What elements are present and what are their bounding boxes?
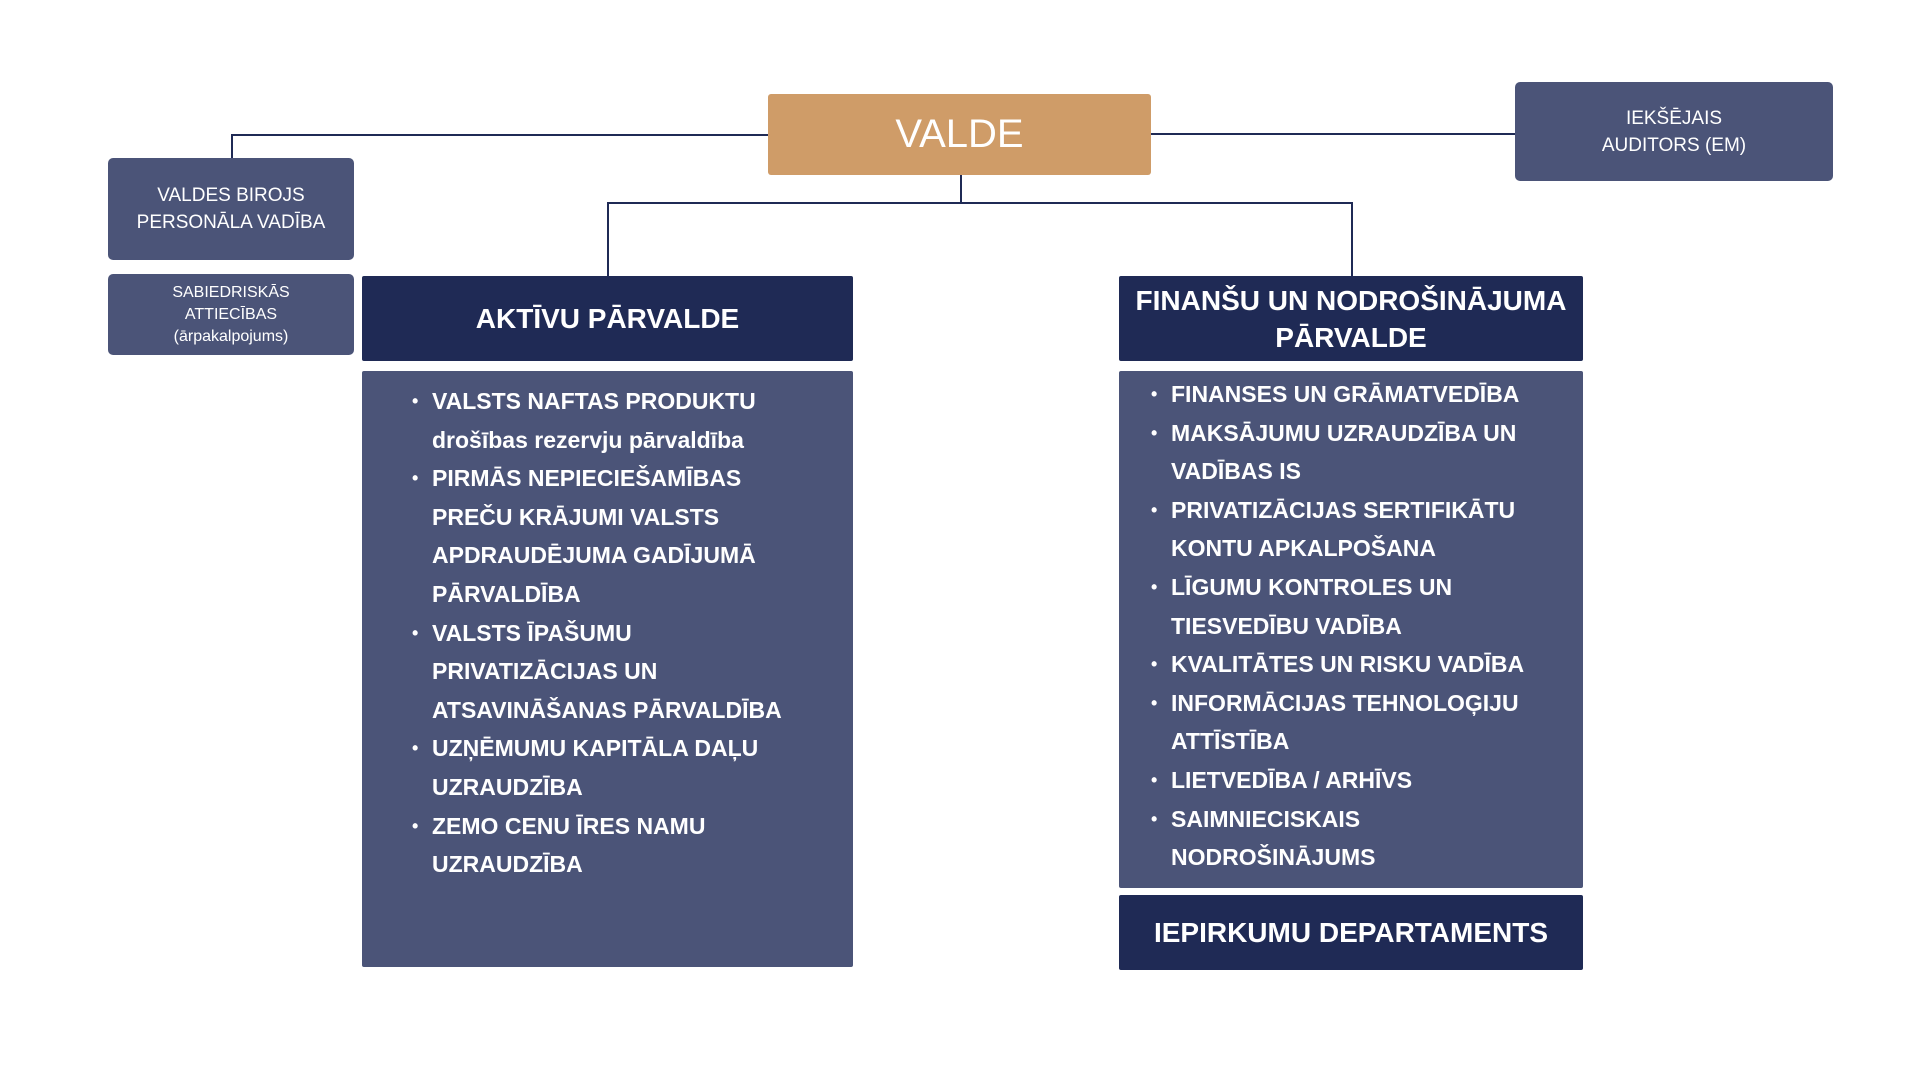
assets-title: AKTĪVU PĀRVALDE [475,302,740,334]
auditor-box: IEKŠĒJAIS AUDITORS (EM) [1515,82,1833,181]
procurement-box: IEPIRKUMU DEPARTAMENTS [1119,895,1583,970]
connector-line [231,134,768,136]
connector-line [1151,133,1515,135]
list-item: LĪGUMU KONTROLES UN TIESVEDĪBU VADĪBA [1151,568,1563,645]
board-box: VALDE [768,94,1151,175]
pr-line3: (ārpakalpojums) [173,327,289,345]
office-line1: VALDES BIROJS [157,185,305,206]
board-title: VALDE [895,112,1024,156]
list-item: LIETVEDĪBA / ARHĪVS [1151,761,1563,800]
finance-title: FINANŠU UN NODROŠINĀJUMA PĀRVALDE [1135,284,1567,353]
office-box: VALDES BIROJS PERSONĀLA VADĪBA [108,158,354,260]
finance-header: FINANŠU UN NODROŠINĀJUMA PĀRVALDE [1119,276,1583,361]
finance-body: FINANSES UN GRĀMATVEDĪBA MAKSĀJUMU UZRAU… [1119,371,1583,888]
connector-line [607,202,1352,204]
list-item: SAIMNIECISKAIS NODROŠINĀJUMS [1151,800,1563,877]
auditor-line2: AUDITORS (EM) [1601,134,1747,156]
pr-line2: ATTIECĪBAS [184,305,278,323]
list-item: MAKSĀJUMU UZRAUDZĪBA UN VADĪBAS IS [1151,414,1563,491]
list-item: PRIVATIZĀCIJAS SERTIFIKĀTU KONTU APKALPO… [1151,491,1563,568]
list-item: ZEMO CENU ĪRES NAMU UZRAUDZĪBA [412,807,823,884]
connector-line [231,134,233,158]
list-item: UZŅĒMUMU KAPITĀLA DAĻU UZRAUDZĪBA [412,729,823,806]
auditor-line1: IEKŠĒJAIS [1625,107,1723,129]
procurement-title: IEPIRKUMU DEPARTAMENTS [1153,916,1549,948]
pr-line1: SABIEDRISKĀS [172,283,290,301]
list-item: INFORMĀCIJAS TEHNOLOĢIJU ATTĪSTĪBA [1151,684,1563,761]
list-item: VALSTS ĪPAŠUMU PRIVATIZĀCIJAS UN ATSAVIN… [412,614,823,730]
list-item: PIRMĀS NEPIECIEŠAMĪBAS PREČU KRĀJUMI VAL… [412,459,823,613]
connector-line [1351,202,1353,276]
assets-list: VALSTS NAFTAS PRODUKTU drošības rezervju… [412,382,823,884]
pr-box: SABIEDRISKĀS ATTIECĪBAS (ārpakalpojums) [108,274,354,355]
list-item: KVALITĀTES UN RISKU VADĪBA [1151,645,1563,684]
assets-header: AKTĪVU PĀRVALDE [362,276,853,361]
connector-line [607,202,609,276]
list-item: FINANSES UN GRĀMATVEDĪBA [1151,375,1563,414]
office-line2: PERSONĀLA VADĪBA [136,212,326,233]
finance-list: FINANSES UN GRĀMATVEDĪBA MAKSĀJUMU UZRAU… [1151,375,1563,877]
assets-body: VALSTS NAFTAS PRODUKTU drošības rezervju… [362,371,853,967]
list-item: VALSTS NAFTAS PRODUKTU drošības rezervju… [412,382,823,459]
connector-line [960,175,962,202]
